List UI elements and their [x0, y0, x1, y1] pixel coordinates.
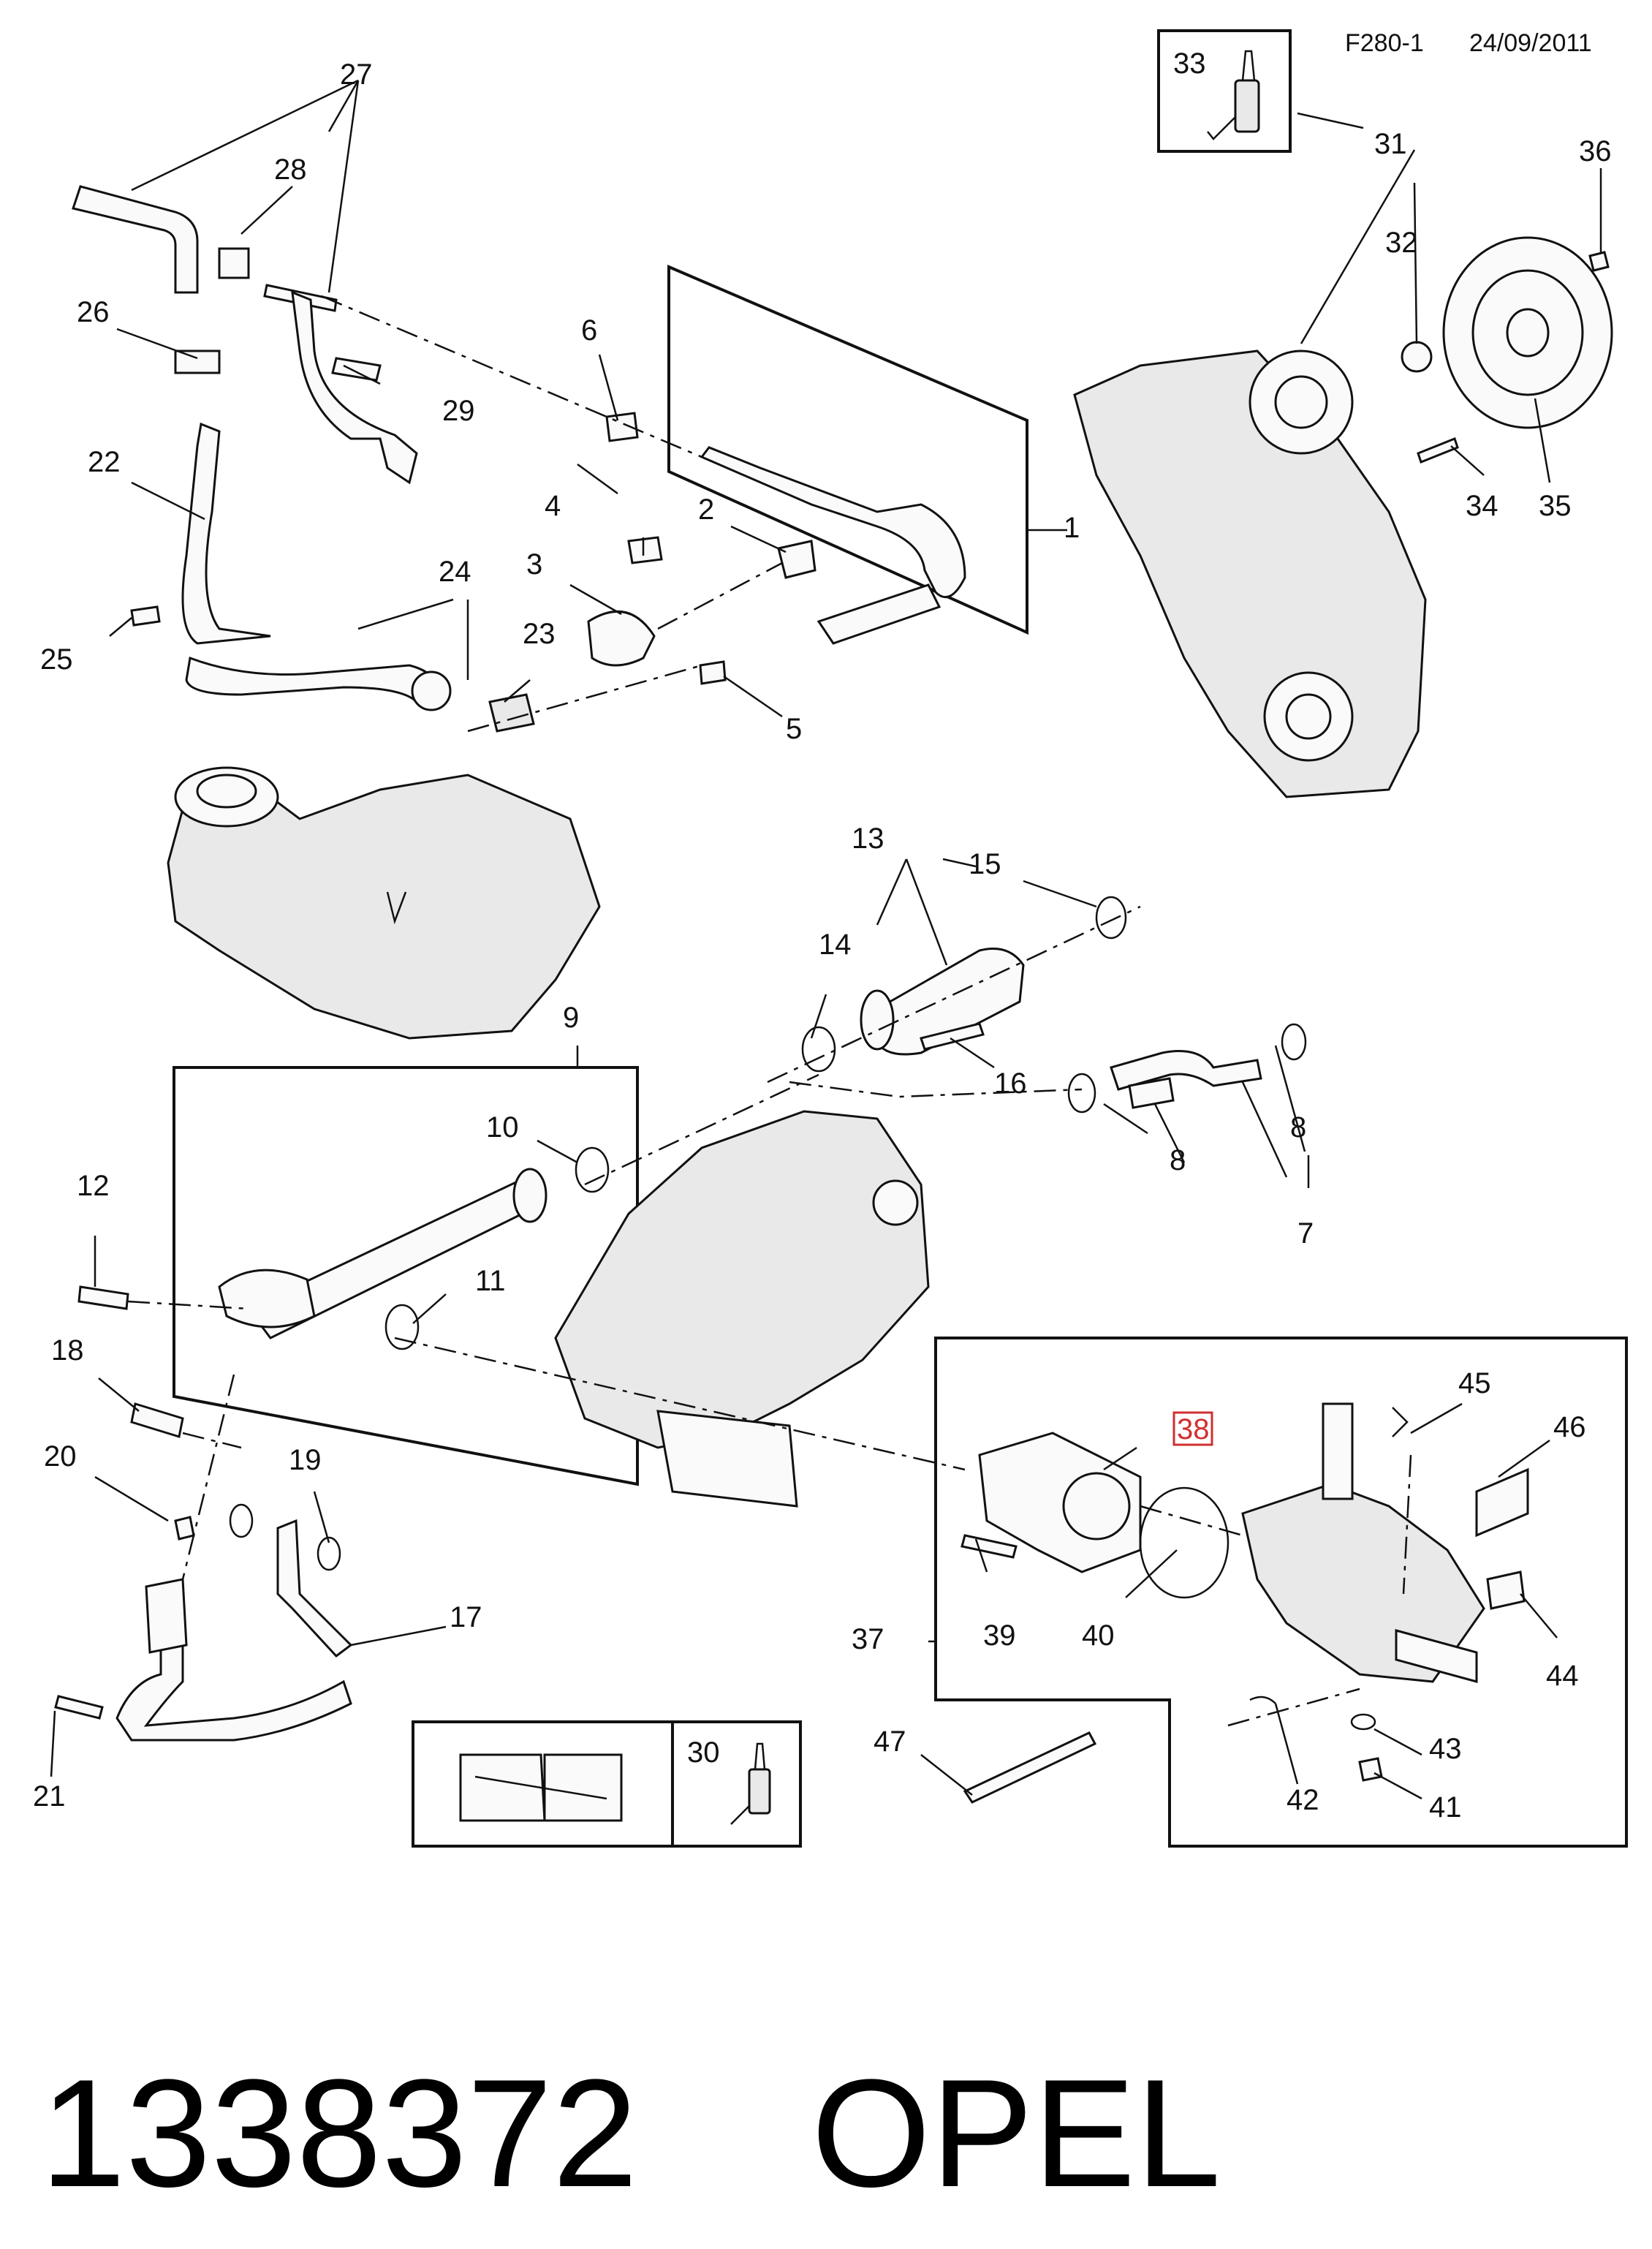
- pipe-7-group: [1067, 1023, 1307, 1114]
- callout-38: 38: [1177, 1413, 1210, 1445]
- callout-13: 13: [852, 823, 884, 855]
- callout-33: 33: [1173, 48, 1206, 80]
- callout-27: 27: [340, 58, 373, 91]
- expansion-tank: [167, 766, 601, 1040]
- callout-30: 30: [687, 1736, 720, 1769]
- callout-43: 43: [1429, 1733, 1462, 1765]
- bolt-47: [963, 1731, 1097, 1804]
- callout-32: 32: [1385, 227, 1418, 259]
- callout-8-lower: 8: [1170, 1144, 1186, 1176]
- callout-45: 45: [1458, 1367, 1491, 1399]
- seal-32: [1401, 341, 1433, 373]
- callout-35: 35: [1539, 490, 1572, 522]
- callout-11: 11: [475, 1265, 506, 1297]
- callout-37: 37: [852, 1623, 884, 1655]
- callout-46: 46: [1553, 1411, 1586, 1443]
- callout-38-highlight: [1172, 1411, 1213, 1446]
- callout-4: 4: [545, 490, 561, 522]
- callout-41: 41: [1429, 1791, 1462, 1823]
- callout-9: 9: [563, 1002, 579, 1034]
- vent-hose-group: [72, 185, 535, 733]
- bolt-18: [130, 1402, 184, 1438]
- pulley-35: [1442, 236, 1613, 429]
- callout-8-upper: 8: [1290, 1111, 1306, 1144]
- callout-19: 19: [289, 1444, 322, 1476]
- callout-25: 25: [40, 643, 73, 676]
- hose-13-group: [801, 896, 1127, 1073]
- callout-16: 16: [994, 1067, 1027, 1100]
- engine-front-cover: [1073, 349, 1427, 798]
- callout-40: 40: [1082, 1619, 1115, 1652]
- callout-39: 39: [983, 1619, 1016, 1652]
- callout-42: 42: [1287, 1784, 1319, 1816]
- callout-7: 7: [1297, 1217, 1314, 1250]
- callout-6: 6: [581, 314, 597, 347]
- callout-44: 44: [1546, 1660, 1579, 1692]
- bolt-12: [77, 1285, 129, 1310]
- drawing-date: 24/09/2011: [1469, 29, 1592, 57]
- callout-34: 34: [1466, 490, 1498, 522]
- thermostat-group-37: [934, 1337, 1628, 1848]
- callout-31: 31: [1374, 128, 1407, 160]
- callout-3: 3: [526, 548, 542, 581]
- coolant-hose-group-1: [667, 264, 1028, 645]
- callout-17: 17: [450, 1601, 482, 1633]
- callout-21: 21: [33, 1780, 66, 1813]
- callout-labels: 27 28 26 29 22 24 25 23 6 4 3 2 5 1 33 3…: [33, 48, 1612, 1823]
- callout-5: 5: [786, 713, 802, 745]
- hose-17-group: [54, 1503, 353, 1742]
- callout-47: 47: [874, 1726, 906, 1758]
- callout-20: 20: [44, 1440, 77, 1473]
- manual-box: [412, 1720, 802, 1848]
- callout-15: 15: [969, 848, 1001, 880]
- brand-name: OPEL: [811, 2047, 1221, 2219]
- callout-26: 26: [77, 296, 110, 328]
- connection-lines: [127, 295, 1412, 1727]
- callout-28: 28: [274, 154, 307, 186]
- callout-29: 29: [442, 395, 475, 427]
- callout-24: 24: [439, 556, 471, 588]
- callout-2: 2: [698, 494, 714, 526]
- callout-23: 23: [523, 618, 556, 650]
- small-parts-2-6: [587, 412, 816, 685]
- callout-18: 18: [51, 1334, 84, 1367]
- callout-10: 10: [486, 1111, 519, 1144]
- callout-14: 14: [819, 929, 852, 961]
- lubricant-box-33: [1157, 29, 1292, 153]
- bolt-36: [1588, 251, 1610, 272]
- callout-12: 12: [77, 1170, 110, 1202]
- leader-lines: [50, 79, 1602, 1800]
- pipe-group-9: [173, 1066, 639, 1486]
- drawing-code: F280-1: [1345, 29, 1424, 57]
- part-number: 1338372: [40, 2047, 638, 2219]
- callout-1: 1: [1064, 512, 1080, 544]
- callout-22: 22: [88, 446, 121, 478]
- water-outlet-housing: [554, 1110, 930, 1508]
- callout-36: 36: [1579, 135, 1612, 167]
- bolt-34: [1417, 437, 1459, 464]
